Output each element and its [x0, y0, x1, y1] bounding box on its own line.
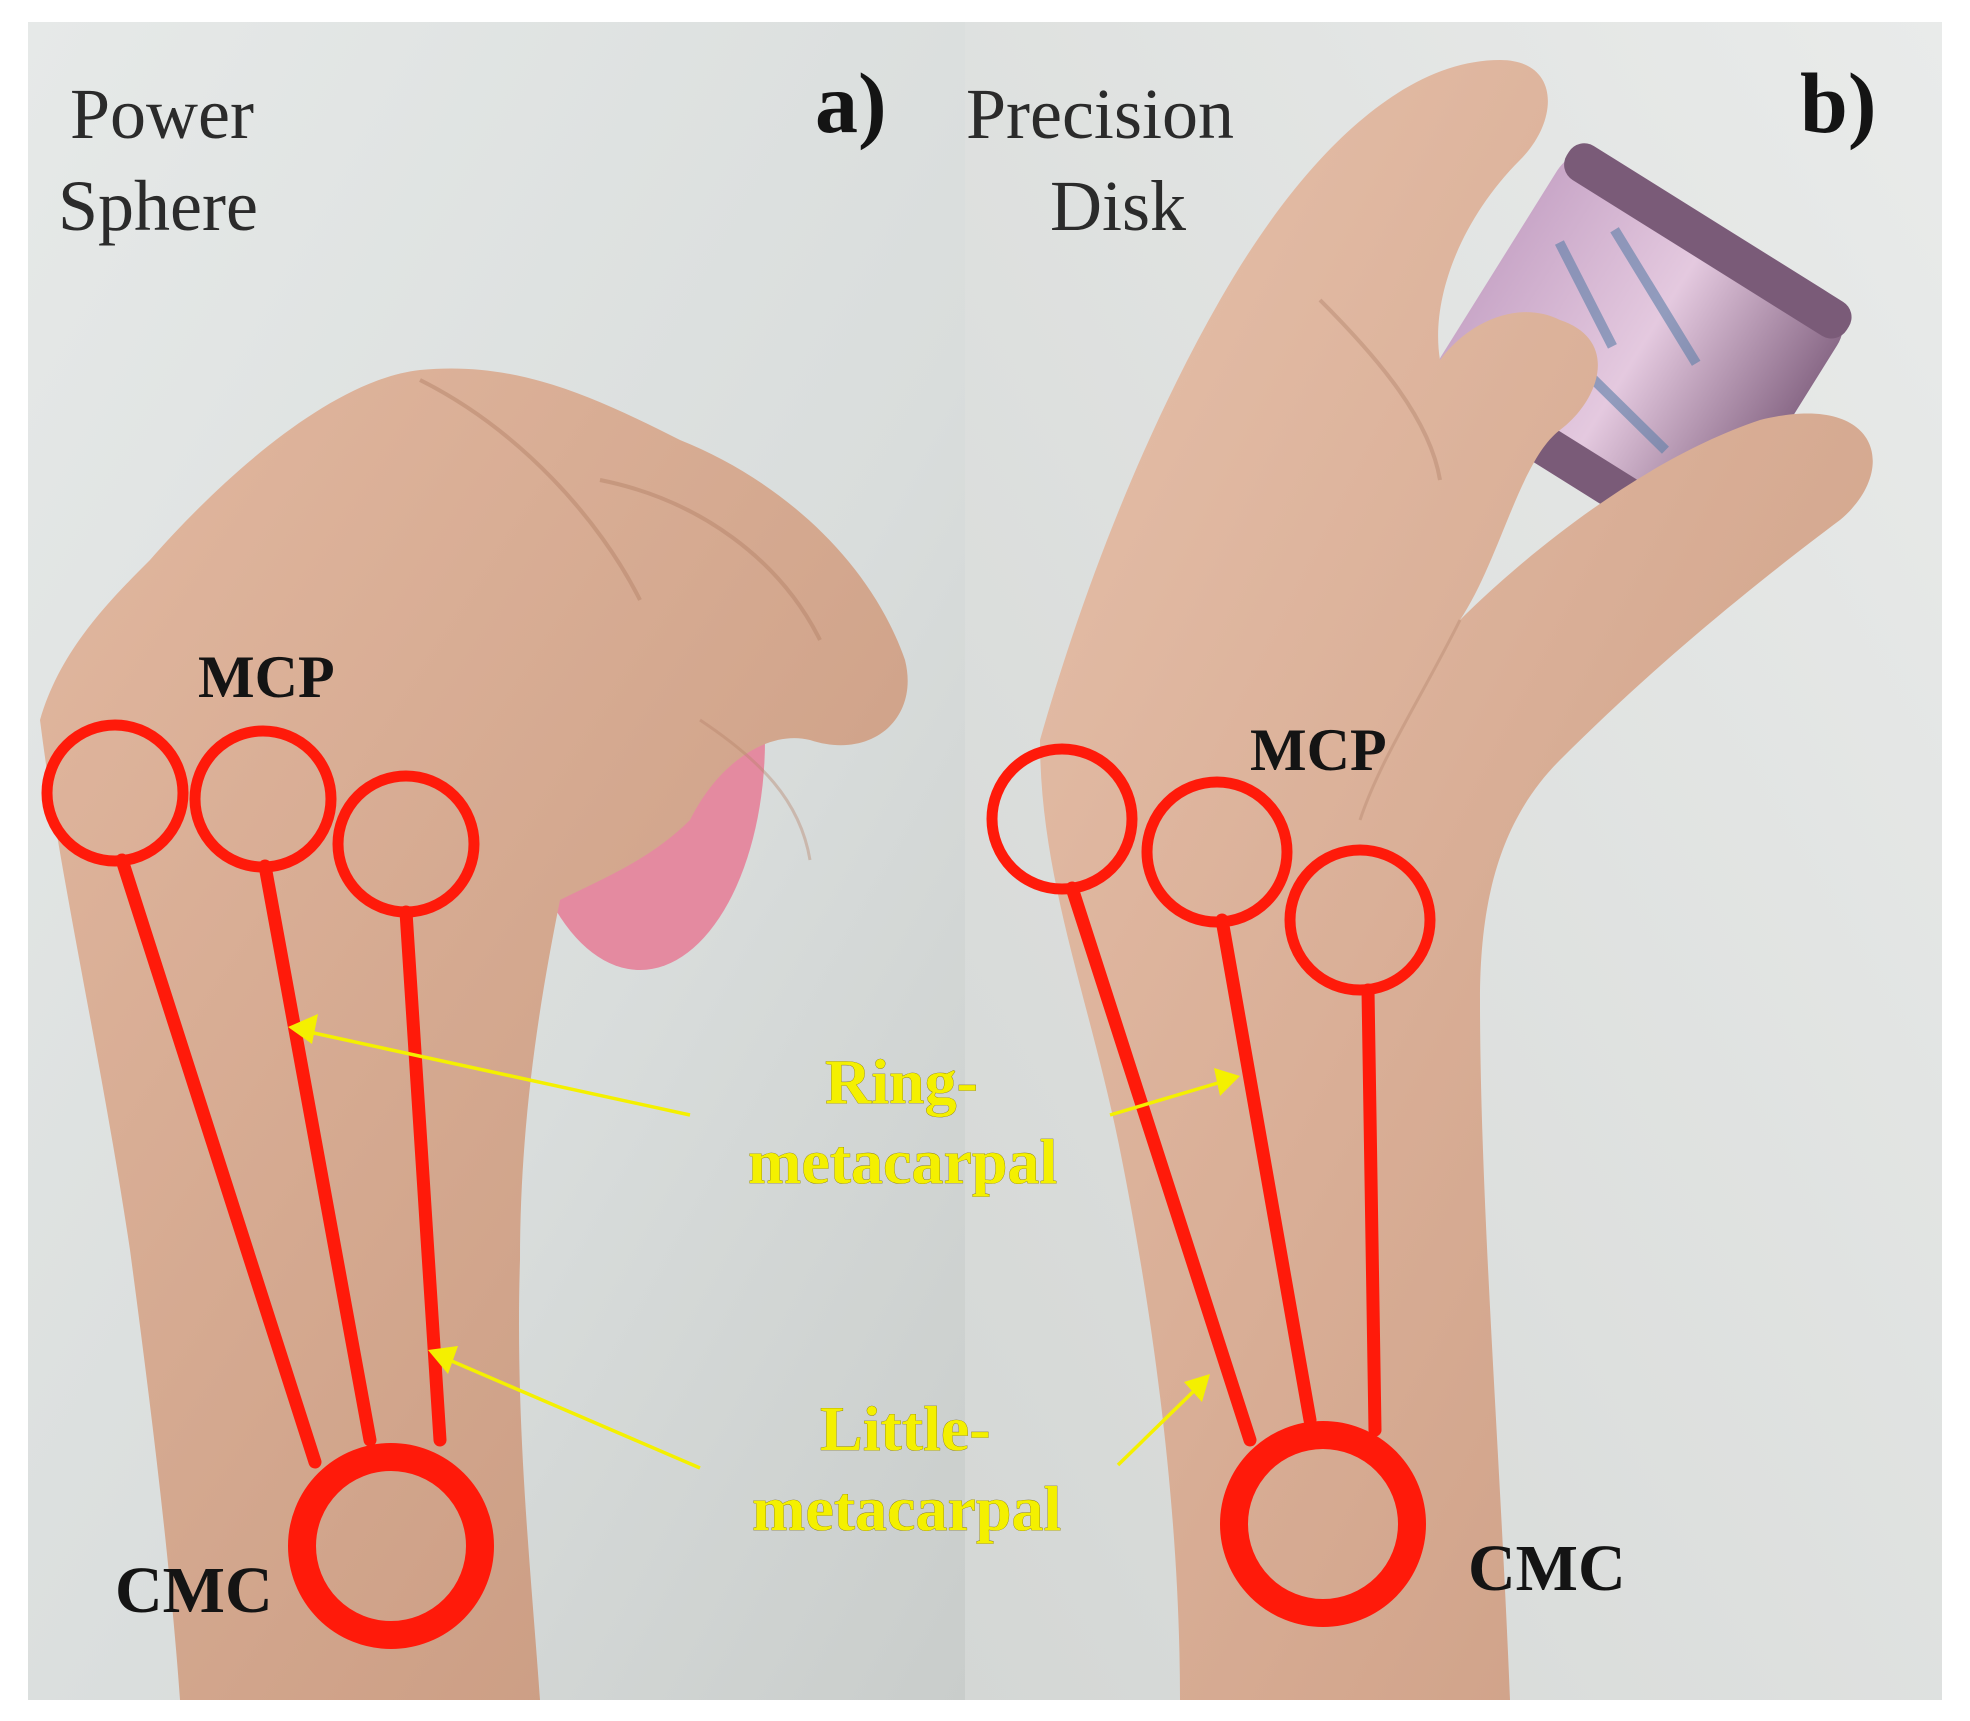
finger-crease	[419, 378, 642, 601]
ring-label-line1: Ring-	[825, 1046, 978, 1117]
ring-arrow-a	[299, 1028, 691, 1117]
panel-a-mcp-label: MCP	[198, 644, 335, 710]
finger-crease	[599, 478, 822, 641]
panel-b-mcp-label: MCP	[1250, 717, 1387, 783]
panel-a-title-line2: Sphere	[58, 166, 258, 246]
little-metacarpal-line	[115, 853, 322, 1469]
panel-b-photo	[965, 22, 1942, 1700]
little-arrow-a-head	[428, 1346, 458, 1374]
panel-a-cmc-label: CMC	[115, 1554, 273, 1627]
cmc-joint-circle	[1220, 1421, 1426, 1627]
panel-b-letter: b)	[1800, 55, 1876, 151]
hand-silhouette-a	[40, 368, 908, 1701]
middle-metacarpal-line	[1361, 983, 1382, 1437]
mcp-joint-circle	[986, 743, 1138, 895]
mcp-joint-circle	[41, 719, 189, 867]
panel-b-cmc-label: CMC	[1468, 1532, 1626, 1605]
ring-arrow-a-head	[288, 1014, 318, 1044]
little-label-line2: metacarpal	[752, 1473, 1061, 1544]
finger-crease	[1358, 619, 1462, 821]
panel-b-skeleton	[986, 743, 1436, 1627]
panel-a-title-line1: Power	[70, 74, 254, 154]
little-metacarpal-line	[1065, 881, 1257, 1447]
ring-metacarpal-line	[1215, 913, 1317, 1427]
little-arrow-a	[439, 1354, 701, 1470]
mcp-joint-circle	[1284, 844, 1436, 996]
ring-label-line2: metacarpal	[748, 1126, 1057, 1197]
cmc-joint-circle	[288, 1443, 494, 1649]
panel-b-title-line1: Precision	[966, 74, 1234, 154]
finger-crease	[1318, 298, 1442, 481]
little-arrow-b-head	[1184, 1374, 1210, 1402]
little-label-line1: Little-	[820, 1393, 991, 1464]
panel-a-letter: a)	[815, 55, 887, 151]
panel-a-photo	[28, 22, 965, 1701]
hand-silhouette-b	[1040, 60, 1873, 1700]
little-arrow-b	[1116, 1383, 1202, 1467]
panel-b-title-line2: Disk	[1050, 166, 1186, 246]
finger-crease	[699, 718, 812, 861]
ring-metacarpal-line	[258, 859, 377, 1447]
annotation-arrows	[288, 1014, 1240, 1470]
ring-arrow-b-head	[1214, 1068, 1240, 1096]
ring-arrow-b	[1109, 1078, 1229, 1117]
